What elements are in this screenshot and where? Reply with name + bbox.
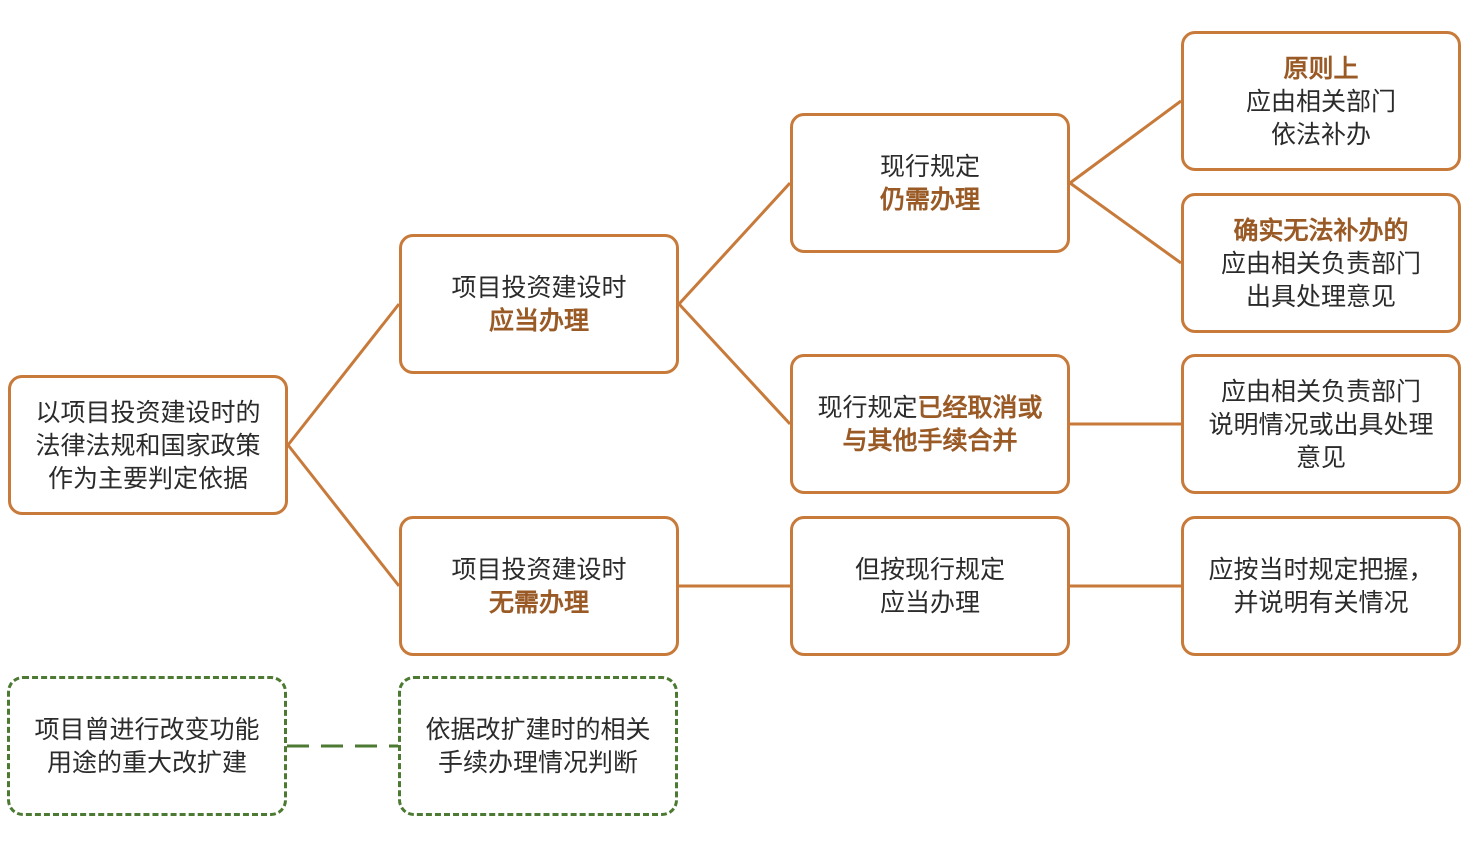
node-renovation-line-1: 项目曾进行改变功能 bbox=[34, 715, 260, 744]
edge-root-should bbox=[286, 303, 401, 446]
node-judge-line-2: 手续办理情况判断 bbox=[437, 748, 638, 777]
node-cancelled-merged-line-1: 现行规定已经取消或 bbox=[817, 391, 1042, 424]
node-no-need-highlight: 无需办理 bbox=[488, 588, 589, 617]
node-no-need-line-1: 项目投资建设时 bbox=[451, 555, 627, 584]
node-cancelled-merged-highlight-1: 已经取消或 bbox=[917, 393, 1043, 422]
node-principle-line-2: 应由相关部门 bbox=[1245, 86, 1396, 116]
node-now-required-line-1: 但按现行规定 bbox=[854, 555, 1005, 584]
node-grasp: 应按当时规定把握， 并说明有关情况 bbox=[1181, 516, 1461, 656]
edge-root-noneed bbox=[286, 444, 401, 587]
node-root-line-1: 以项目投资建设时的 bbox=[35, 397, 261, 427]
node-now-required-line-2: 应当办理 bbox=[879, 588, 980, 617]
node-explain-line-3: 意见 bbox=[1295, 442, 1346, 472]
node-should-handle-line-1: 项目投资建设时 bbox=[451, 273, 627, 302]
edge-should-still bbox=[677, 181, 792, 306]
node-still-required-highlight: 仍需办理 bbox=[879, 185, 980, 214]
node-still-required: 现行规定 仍需办理 bbox=[790, 113, 1070, 253]
node-renovation-line-2: 用途的重大改扩建 bbox=[46, 748, 247, 777]
node-explain: 应由相关负责部门 说明情况或出具处理 意见 bbox=[1181, 354, 1461, 494]
node-grasp-line-2: 并说明有关情况 bbox=[1233, 588, 1409, 617]
node-cancelled-merged-prefix: 现行规定 bbox=[817, 393, 918, 422]
node-cannot-supplement-line-3: 出具处理意见 bbox=[1245, 281, 1396, 311]
node-judge: 依据改扩建时的相关 手续办理情况判断 bbox=[398, 676, 678, 816]
edge-should-cancelled bbox=[677, 302, 792, 426]
node-cannot-supplement-highlight: 确实无法补办的 bbox=[1233, 215, 1409, 245]
node-renovation: 项目曾进行改变功能 用途的重大改扩建 bbox=[7, 676, 287, 816]
node-still-required-line-1: 现行规定 bbox=[879, 152, 980, 181]
node-principle: 原则上 应由相关部门 依法补办 bbox=[1181, 31, 1461, 171]
node-cannot-supplement-line-2: 应由相关负责部门 bbox=[1220, 248, 1421, 278]
node-principle-highlight: 原则上 bbox=[1283, 53, 1359, 83]
node-root-line-2: 法律法规和国家政策 bbox=[35, 430, 261, 460]
node-root-line-3: 作为主要判定依据 bbox=[47, 463, 248, 493]
node-explain-line-1: 应由相关负责部门 bbox=[1220, 376, 1421, 406]
node-judge-line-1: 依据改扩建时的相关 bbox=[425, 715, 651, 744]
node-cannot-supplement: 确实无法补办的 应由相关负责部门 出具处理意见 bbox=[1181, 193, 1461, 333]
edge-still-principle bbox=[1069, 99, 1182, 185]
edge-still-cannot bbox=[1069, 181, 1182, 265]
node-cancelled-merged-highlight-2: 与其他手续合并 bbox=[842, 426, 1018, 455]
node-principle-line-3: 依法补办 bbox=[1270, 119, 1371, 149]
node-no-need: 项目投资建设时 无需办理 bbox=[399, 516, 679, 656]
node-grasp-line-1: 应按当时规定把握， bbox=[1208, 555, 1434, 584]
node-should-handle: 项目投资建设时 应当办理 bbox=[399, 234, 679, 374]
node-should-handle-highlight: 应当办理 bbox=[488, 306, 589, 335]
node-cancelled-merged: 现行规定已经取消或 与其他手续合并 bbox=[790, 354, 1070, 494]
node-root: 以项目投资建设时的 法律法规和国家政策 作为主要判定依据 bbox=[8, 375, 288, 515]
node-now-required: 但按现行规定 应当办理 bbox=[790, 516, 1070, 656]
node-explain-line-2: 说明情况或出具处理 bbox=[1208, 409, 1434, 439]
